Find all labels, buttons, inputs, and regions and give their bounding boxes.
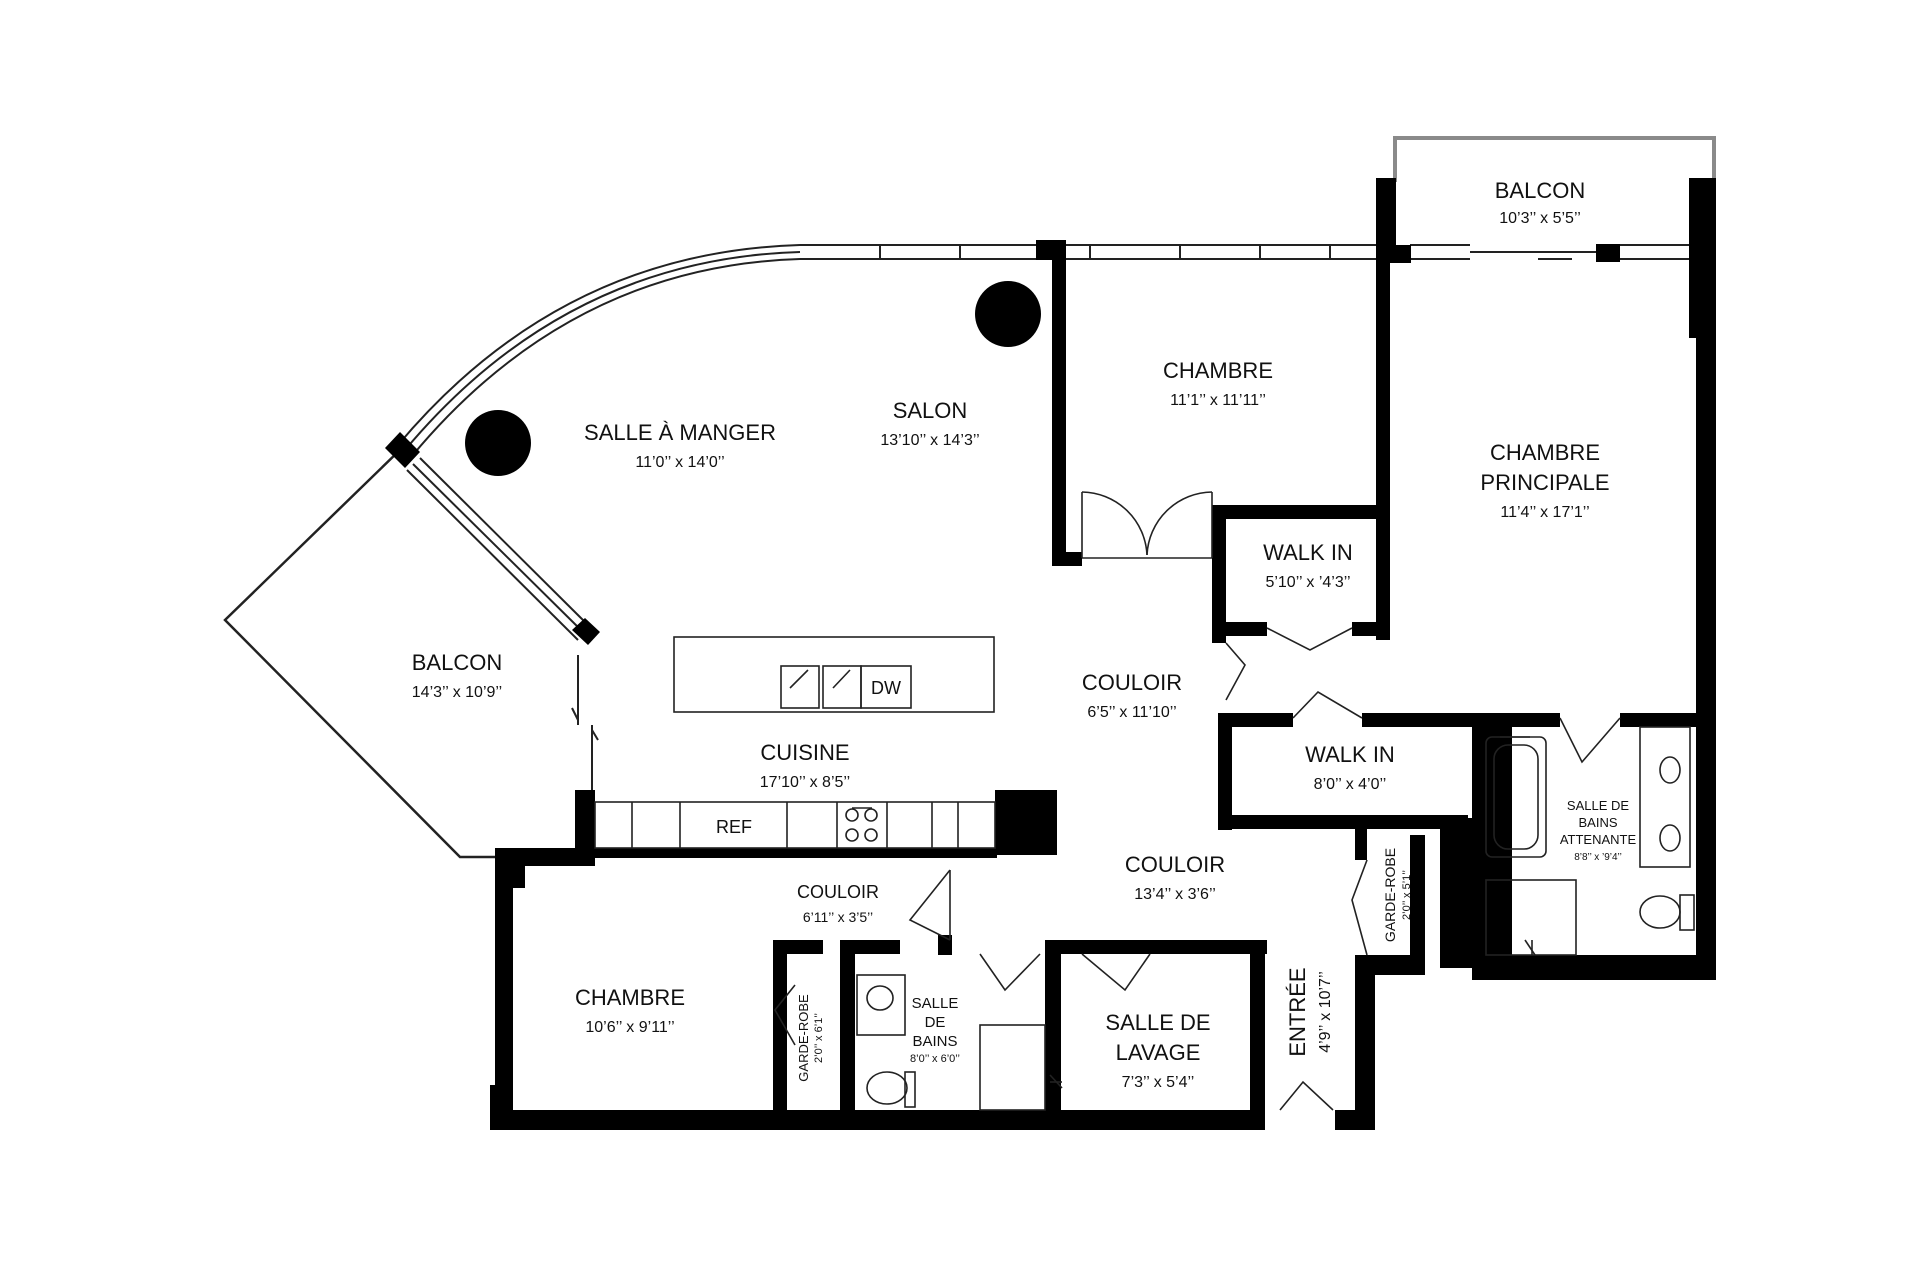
- sdb-attenante-line2: BAINS: [1578, 815, 1617, 830]
- balcon-left-name: BALCON: [412, 650, 502, 675]
- couloir-2-name: COULOIR: [1125, 852, 1225, 877]
- salle-bains-dims: 8’0’’ x 6’0’’: [910, 1053, 960, 1065]
- chambre-1-dims: 11’1’’ x 11’11’’: [1170, 392, 1266, 409]
- cuisine-name: CUISINE: [760, 740, 849, 765]
- salle-lavage-line1: SALLE DE: [1105, 1010, 1210, 1035]
- salle-lavage-line2: LAVAGE: [1116, 1040, 1201, 1065]
- salle-bains-line3: BAINS: [912, 1033, 957, 1050]
- garde-robe-2-dims: 2’0’’ x 6’1’’: [813, 1013, 825, 1063]
- dw-label: DW: [871, 678, 901, 698]
- couloir-1-dims: 6’5’’ x 11’10’’: [1087, 704, 1176, 721]
- walls: [385, 178, 1716, 1130]
- sdb-attenante-dims: 8’8’’ x ’9’4’’: [1574, 852, 1622, 863]
- garde-robe-2-name: GARDE-ROBE: [796, 994, 811, 1082]
- salle-bains-line2: DE: [925, 1014, 946, 1031]
- chambre-1-name: CHAMBRE: [1163, 358, 1273, 383]
- room-labels: BALCON 10’3’’ x 5’5’’ CHAMBRE 11’1’’ x 1…: [412, 178, 1637, 1091]
- salle-a-manger-dims: 11’0’’ x 14’0’’: [635, 454, 724, 471]
- chambre-2-name: CHAMBRE: [575, 985, 685, 1010]
- couloir-2-dims: 13’4’’ x 3’6’’: [1134, 886, 1216, 903]
- sdb-attenante-line3: ATTENANTE: [1560, 832, 1637, 847]
- balcon-top-name: BALCON: [1495, 178, 1585, 203]
- garde-robe-1-name: GARDE-ROBE: [1382, 848, 1398, 942]
- walk-in-1-name: WALK IN: [1263, 540, 1353, 565]
- chambre-principale-dims: 11’4’’ x 17’1’’: [1500, 504, 1589, 521]
- couloir-3-name: COULOIR: [797, 882, 879, 902]
- balcony-left-outline: [223, 447, 500, 859]
- walk-in-1-dims: 5’10’’ x ’4’3’’: [1265, 574, 1350, 591]
- walk-in-2-name: WALK IN: [1305, 742, 1395, 767]
- entree-name: ENTRÉE: [1285, 967, 1310, 1056]
- chambre-principale-name-1: CHAMBRE: [1490, 440, 1600, 465]
- fixtures-lines: [594, 491, 1695, 1111]
- salle-lavage-dims: 7’3’’ x 5’4’’: [1122, 1074, 1195, 1091]
- couloir-3-dims: 6’11’’ x 3’5’’: [803, 909, 873, 925]
- salon-dims: 13’10’’ x 14’3’’: [880, 432, 979, 449]
- balcony-railings: [1393, 136, 1716, 182]
- balcon-left-dims: 14’3’’ x 10’9’’: [412, 684, 502, 701]
- garde-robe-1-dims: 2’0’’ x 5’1’’: [1401, 870, 1413, 920]
- balcon-top-dims: 10’3’’ x 5’5’’: [1499, 210, 1581, 227]
- columns: [465, 281, 1041, 476]
- salle-a-manger-name: SALLE À MANGER: [584, 420, 776, 445]
- walk-in-2-dims: 8’0’’ x 4’0’’: [1314, 776, 1387, 793]
- sdb-attenante-line1: SALLE DE: [1567, 798, 1629, 813]
- salle-bains-line1: SALLE: [912, 995, 959, 1012]
- curved-window-wall: [397, 244, 1700, 1085]
- ref-label: REF: [716, 817, 752, 837]
- chambre-2-dims: 10’6’’ x 9’11’’: [585, 1019, 674, 1036]
- chambre-principale-name-2: PRINCIPALE: [1480, 470, 1609, 495]
- salon-name: SALON: [893, 398, 968, 423]
- couloir-1-name: COULOIR: [1082, 670, 1182, 695]
- cuisine-dims: 17’10’’ x 8’5’’: [760, 774, 850, 791]
- entree-dims: 4’9’’ x 10’7’’: [1317, 971, 1334, 1053]
